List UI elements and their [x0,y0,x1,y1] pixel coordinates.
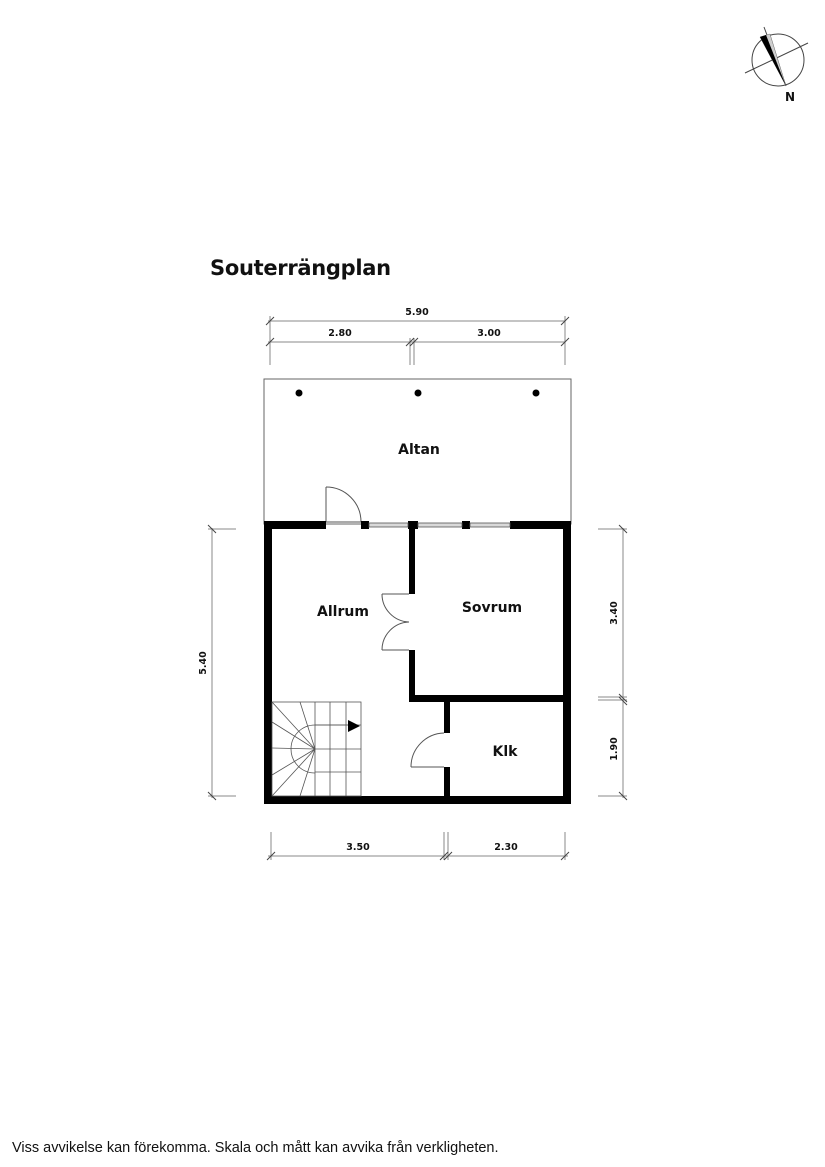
disclaimer-text: Viss avvikelse kan förekomma. Skala och … [12,1140,499,1156]
post-dot [295,389,303,397]
room-label-allrum: Allrum [317,604,369,620]
stair-direction-arrow-icon [348,720,360,732]
room-label-sovrum: Sovrum [462,600,522,616]
compass-north-label: N [785,90,795,104]
window [368,522,409,528]
dim-top-right: 3.00 [477,328,501,339]
bottom-dimensions: 3.50 2.30 [266,832,570,861]
post-dot [414,389,422,397]
door-altan [325,486,362,523]
window [469,522,511,528]
dim-top-left: 2.80 [328,328,352,339]
dim-bottom-right: 2.30 [494,842,518,853]
window [417,522,463,528]
dim-bottom-left: 3.50 [346,842,370,853]
room-label-klk: Klk [493,744,519,760]
post-dot [532,389,540,397]
altan-area: Altan [263,378,572,525]
right-dimensions: 3.40 1.90 [598,524,628,801]
staircase [271,701,362,797]
north-arrow-compass-icon: N [744,26,809,104]
plan-title: Souterrängplan [210,256,391,280]
double-door-sovrum [381,593,410,651]
top-dimensions: 5.90 2.80 3.00 [265,307,570,365]
dim-right-upper: 3.40 [609,601,620,625]
room-label-altan: Altan [398,442,440,458]
walls [264,521,571,804]
dim-left-total: 5.40 [198,651,209,675]
dim-right-lower: 1.90 [609,737,620,761]
dim-top-total: 5.90 [405,307,429,318]
door-klk [410,732,445,768]
left-dimension: 5.40 [198,524,236,801]
